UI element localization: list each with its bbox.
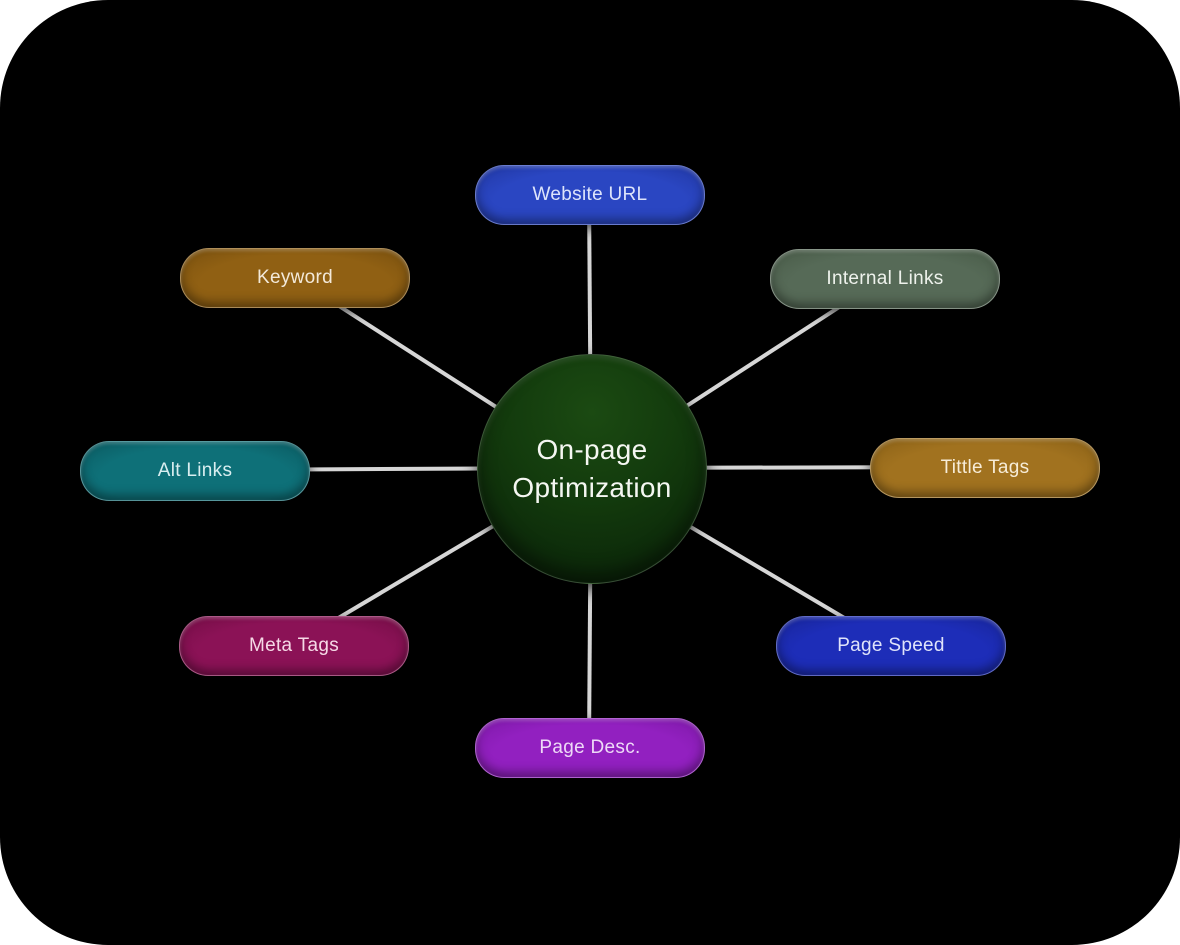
node-label: Tittle Tags: [940, 457, 1030, 478]
node-meta-tags: Meta Tags: [179, 616, 409, 676]
node-internal-links: Internal Links: [770, 249, 1000, 309]
center-node-label: On-page Optimization: [512, 434, 672, 503]
center-node-on-page-optimization: On-page Optimization: [477, 354, 707, 584]
node-page-desc: Page Desc.: [475, 718, 705, 778]
node-label: Meta Tags: [248, 635, 339, 656]
node-label: Alt Links: [157, 460, 233, 481]
node-label: Internal Links: [826, 268, 944, 289]
node-page-speed: Page Speed: [776, 616, 1006, 676]
node-label: Page Desc.: [539, 737, 641, 758]
node-website-url: Website URL: [475, 165, 705, 225]
node-label: Page Speed: [837, 635, 945, 656]
node-alt-links: Alt Links: [80, 441, 310, 501]
node-label: Keyword: [256, 267, 334, 288]
node-label: Website URL: [532, 184, 648, 205]
node-tittle-tags: Tittle Tags: [870, 438, 1100, 498]
node-keyword: Keyword: [180, 248, 410, 308]
